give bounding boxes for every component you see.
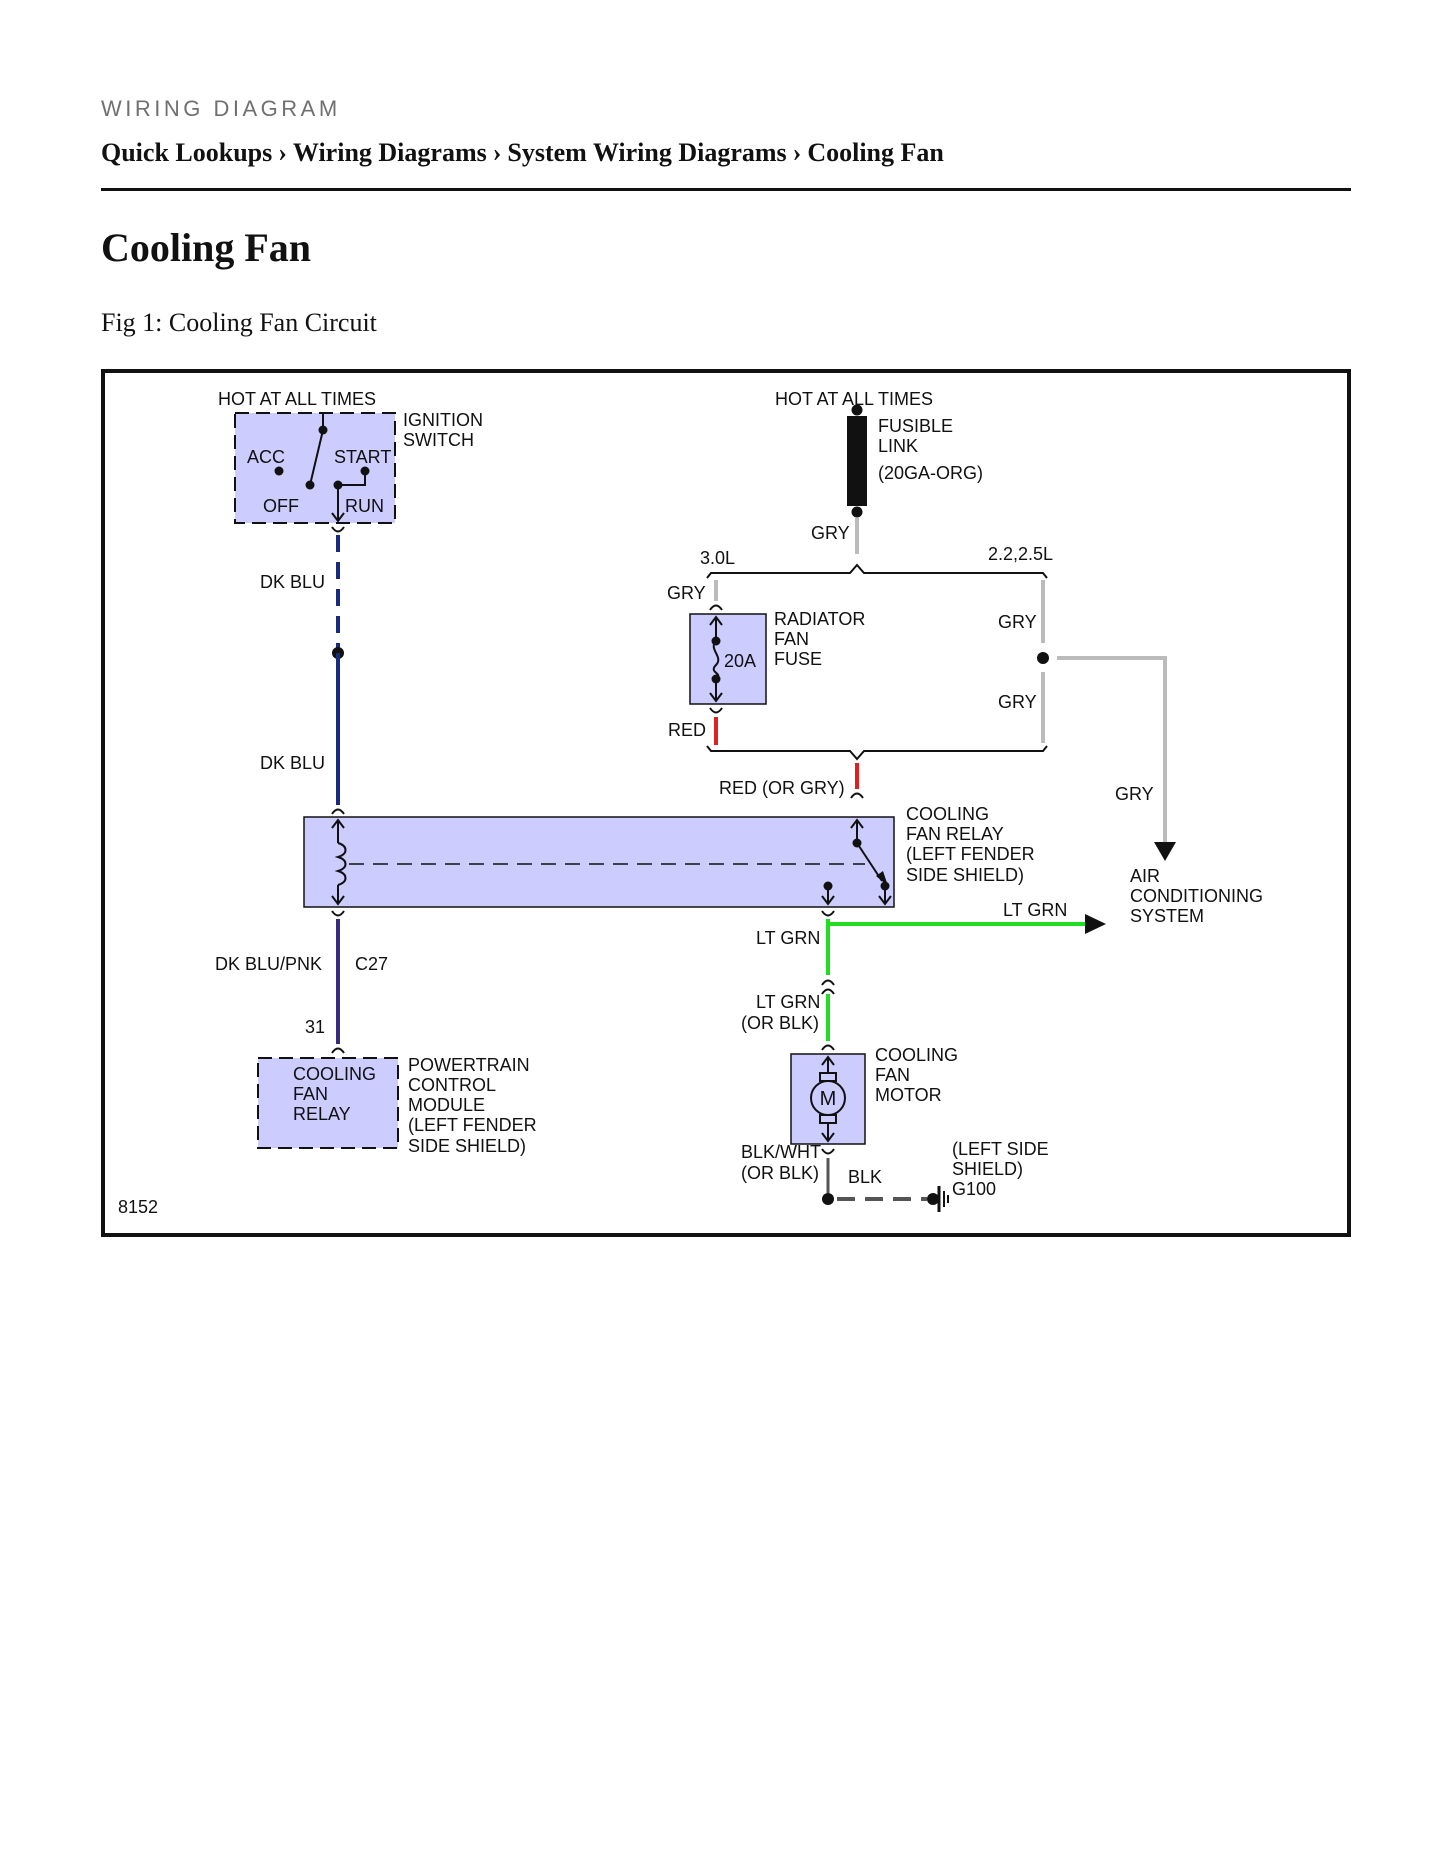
- ground-label-3: G100: [952, 1179, 996, 1199]
- ground-label-1: (LEFT SIDE: [952, 1139, 1049, 1159]
- ac-label-1: AIR: [1130, 866, 1160, 886]
- breadcrumb-separator: ›: [492, 138, 502, 167]
- blk-wht-label: BLK/WHT: [741, 1142, 821, 1162]
- breadcrumb-cooling-fan[interactable]: Cooling Fan: [807, 138, 944, 167]
- ac-label-2: CONDITIONING: [1130, 886, 1263, 906]
- acc-label: ACC: [247, 447, 285, 467]
- wire-lt-grn: [821, 910, 1106, 1051]
- gry-label-right-1: GRY: [998, 612, 1037, 632]
- dk-blu-pnk-label: DK BLU/PNK: [215, 954, 322, 974]
- relay-label-4: SIDE SHIELD): [906, 865, 1024, 885]
- red-label: RED: [668, 720, 706, 740]
- page-title: Cooling Fan: [101, 225, 312, 270]
- relay-label-1: COOLING: [906, 804, 989, 824]
- hot-at-all-times-left: HOT AT ALL TIMES: [218, 389, 376, 409]
- wire-gry-branch: [1037, 580, 1176, 861]
- lt-grn-label-1: LT GRN: [756, 928, 820, 948]
- pcm-label-3: MODULE: [408, 1095, 485, 1115]
- motor-symbol: M: [820, 1088, 837, 1110]
- dk-blu-label-1: DK BLU: [260, 572, 325, 592]
- motor-label-2: FAN: [875, 1065, 910, 1085]
- gry-label-top: GRY: [811, 523, 850, 543]
- pcm-box-label-3: RELAY: [293, 1104, 351, 1124]
- lt-grn-label-2: LT GRN: [756, 992, 820, 1012]
- cooling-fan-motor: M: [790, 1053, 866, 1145]
- radiator-fan-fuse: 20A: [689, 580, 767, 745]
- powertrain-control-module: COOLING FAN RELAY: [257, 1057, 399, 1149]
- pcm-label-5: SIDE SHIELD): [408, 1136, 526, 1156]
- fuse-rating-label: 20A: [724, 651, 756, 671]
- section-kicker: WIRING DIAGRAM: [101, 96, 341, 121]
- gry-label-fuse: GRY: [667, 583, 706, 603]
- breadcrumb-separator: ›: [792, 138, 802, 167]
- motor-label-1: COOLING: [875, 1045, 958, 1065]
- ignition-switch: ACC START OFF RUN: [234, 412, 396, 524]
- relay-label-2: FAN RELAY: [906, 824, 1004, 844]
- fusible-link-label-3: (20GA-ORG): [878, 463, 983, 483]
- breadcrumb-wiring-diagrams[interactable]: Wiring Diagrams: [292, 138, 487, 167]
- hot-at-all-times-right: HOT AT ALL TIMES: [775, 389, 933, 409]
- ignition-switch-label-2: SWITCH: [403, 430, 474, 450]
- cooling-fan-relay: [303, 816, 895, 908]
- fuse-label-2: FAN: [774, 629, 809, 649]
- ground-label-2: SHIELD): [952, 1159, 1023, 1179]
- breadcrumb-system-wiring-diagrams[interactable]: System Wiring Diagrams: [507, 138, 787, 167]
- pcm-label-4: (LEFT FENDER: [408, 1115, 537, 1135]
- fusible-link-label-2: LINK: [878, 436, 918, 456]
- run-label: RUN: [345, 496, 384, 516]
- pcm-label-2: CONTROL: [408, 1075, 496, 1095]
- fuse-label-3: FUSE: [774, 649, 822, 669]
- figure-number: 8152: [118, 1197, 158, 1217]
- blk-label: BLK: [848, 1167, 882, 1187]
- ac-label-3: SYSTEM: [1130, 906, 1204, 926]
- pcm-box-label-2: FAN: [293, 1084, 328, 1104]
- wiring-diagram-canvas: ACC START OFF RUN HOT AT ALL TIMES IGNIT…: [118, 389, 1263, 1217]
- breadcrumb: Quick Lookups›Wiring Diagrams›System Wir…: [101, 138, 944, 168]
- wire-blk-ground: [821, 1148, 939, 1205]
- wiring-diagram: ACC START OFF RUN HOT AT ALL TIMES IGNIT…: [101, 369, 1351, 1237]
- breadcrumb-quick-lookups[interactable]: Quick Lookups: [101, 138, 273, 167]
- pin-31-label: 31: [305, 1017, 325, 1037]
- breadcrumb-separator: ›: [278, 138, 287, 167]
- header-rule: [101, 188, 1351, 191]
- engine-3-0l-label: 3.0L: [700, 548, 735, 568]
- fusible-link-label-1: FUSIBLE: [878, 416, 953, 436]
- start-label: START: [334, 447, 391, 467]
- pcm-box-label-1: COOLING: [293, 1064, 376, 1084]
- red-or-gry-label: RED (OR GRY): [719, 778, 845, 798]
- gry-label-ac: GRY: [1115, 784, 1154, 804]
- figure-caption: Fig 1: Cooling Fan Circuit: [101, 308, 377, 337]
- off-label: OFF: [263, 496, 299, 516]
- ignition-switch-label-1: IGNITION: [403, 410, 483, 430]
- wire-dk-blu: [331, 526, 345, 815]
- ground-icon: [937, 1186, 949, 1212]
- relay-label-3: (LEFT FENDER: [906, 844, 1035, 864]
- engine-2-2-2-5l-label: 2.2,2.5L: [988, 544, 1053, 564]
- dk-blu-label-2: DK BLU: [260, 753, 325, 773]
- connector-c27-label: C27: [355, 954, 388, 974]
- lt-grn-label-ac: LT GRN: [1003, 900, 1067, 920]
- gry-label-right-2: GRY: [998, 692, 1037, 712]
- or-blk-label-2: (OR BLK): [741, 1163, 819, 1183]
- fusible-link: [847, 404, 867, 554]
- pcm-label-1: POWERTRAIN: [408, 1055, 530, 1075]
- motor-label-3: MOTOR: [875, 1085, 942, 1105]
- wire-dk-blu-pnk: [331, 910, 345, 1054]
- or-blk-label-1: (OR BLK): [741, 1013, 819, 1033]
- fuse-label-1: RADIATOR: [774, 609, 865, 629]
